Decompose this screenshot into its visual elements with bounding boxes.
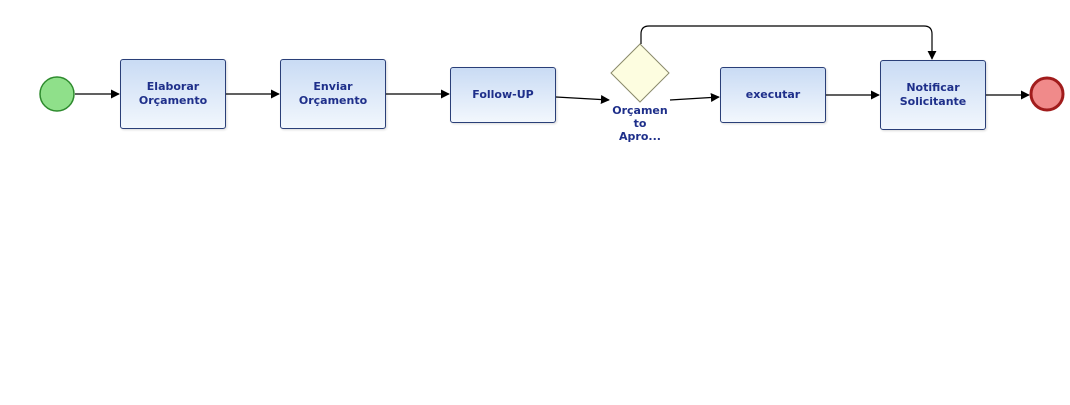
end-event[interactable] [1029, 76, 1065, 112]
start-event[interactable] [39, 76, 75, 112]
task-executar[interactable]: executar [720, 67, 826, 123]
flow-followup-to-gateway[interactable] [555, 95, 610, 105]
flow-gateway-to-notificar[interactable] [640, 25, 937, 60]
gateway-diamond[interactable] [610, 43, 670, 103]
task-follow-up[interactable]: Follow-UP [450, 67, 556, 123]
task-label: Follow-UP [472, 88, 534, 101]
flow-gateway-to-executar[interactable] [669, 93, 720, 102]
gateway-label: Orçamen to Apro... [612, 104, 668, 143]
task-label: executar [745, 88, 801, 101]
